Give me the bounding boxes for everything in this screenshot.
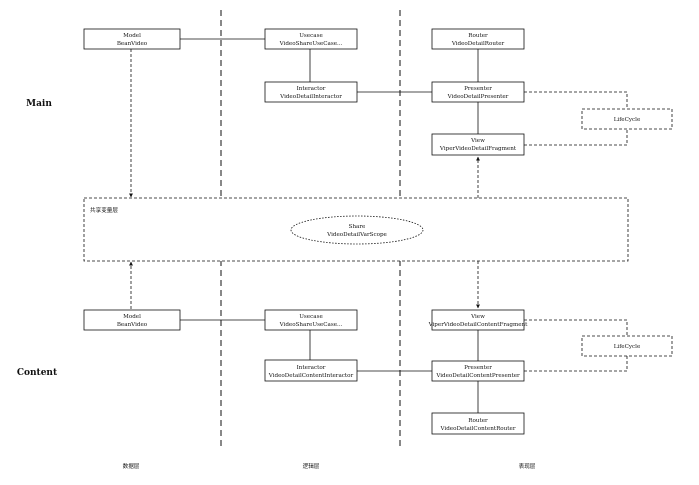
section-label-main: Main [26,99,52,109]
shared-scope-title: Share [349,224,366,230]
main-usecase-box [264,28,358,50]
content-usecase-box [264,309,358,331]
content-interactor-box [264,359,358,382]
content-router-title: Router [468,418,488,424]
column-label-data: 数据层 [123,462,140,470]
shared-scope-ellipse [290,215,424,245]
connector-content-view-lifecycle [524,319,628,336]
connector-presenter-lifecycle [524,91,628,109]
content-lifecycle-title: LifeCycle [614,344,641,350]
column-label-logic: 逻辑层 [303,462,320,470]
main-model-subtitle: BeanVideo [117,41,148,47]
main-interactor-subtitle: VideoDetailInteractor [279,94,342,100]
main-usecase-title: Usecase [299,33,323,39]
shared-layer-label: 共享变量层 [90,206,118,214]
content-presenter-box [431,360,525,382]
section-label-content: Content [17,368,58,378]
content-usecase-title: Usecase [299,314,323,320]
shared-layer-box [83,197,629,262]
content-lifecycle-box [581,335,673,357]
main-lifecycle-title: LifeCycle [614,117,641,123]
main-view-subtitle: ViperVideoDetailFragment [439,146,517,152]
main-usecase-subtitle: VideoShareUseCase... [279,41,343,47]
content-view-title: View [470,314,485,320]
content-presenter-subtitle: VideoDetailContentPresenter [435,373,520,379]
content-presenter-title: Presenter [464,365,492,371]
main-presenter-title: Presenter [464,86,492,92]
main-view-box [431,133,525,156]
content-interactor-title: Interactor [297,365,326,371]
main-presenter-box [431,81,525,103]
main-router-subtitle: VideoDetailRouter [451,41,505,47]
main-presenter-subtitle: VideoDetailPresenter [447,94,509,100]
content-view-box [431,309,525,331]
main-interactor-box [264,81,358,103]
content-model-box [83,309,181,331]
connector-content-presenter-lifecycle [524,356,628,372]
main-model-title: Model [123,33,141,39]
shared-scope-subtitle: VideoDetailVarScope [326,232,387,238]
connector-view-lifecycle [524,129,628,146]
content-model-title: Model [123,314,141,320]
content-interactor-subtitle: VideoDetailContentInteractor [268,373,354,379]
content-view-subtitle: ViperVideoDetailContentFragment [428,322,529,328]
column-label-presentation: 表现层 [519,462,536,470]
main-router-box [431,28,525,50]
content-model-subtitle: BeanVideo [117,322,148,328]
content-router-box [431,412,525,435]
content-router-subtitle: VideoDetailContentRouter [439,426,515,432]
content-usecase-subtitle: VideoShareUseCase... [279,322,343,328]
main-interactor-title: Interactor [297,86,326,92]
main-model-box [83,28,181,50]
main-lifecycle-box [581,108,673,130]
main-router-title: Router [468,33,488,39]
main-view-title: View [470,138,485,144]
